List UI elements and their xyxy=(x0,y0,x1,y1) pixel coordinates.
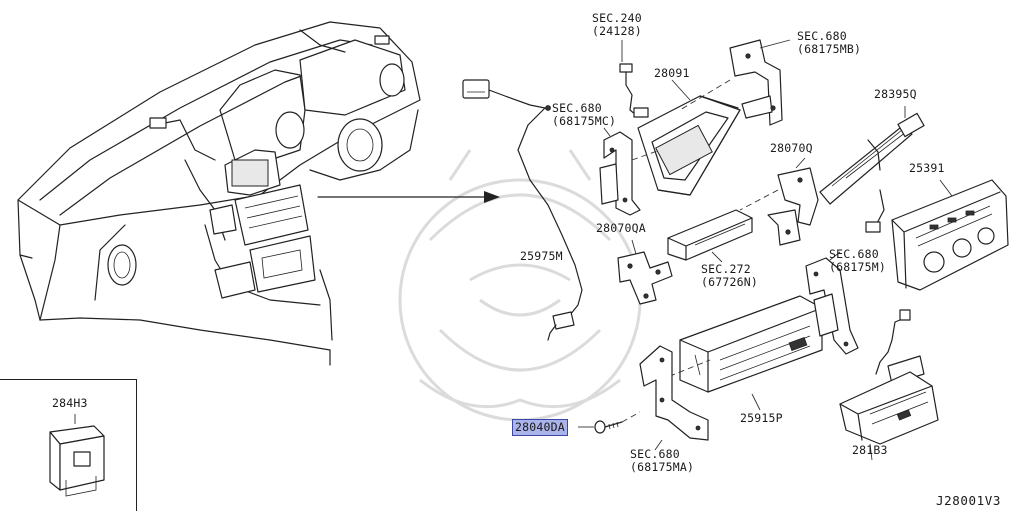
label-part-28040da-highlighted[interactable]: 28040DA xyxy=(512,419,568,436)
harness-28395q xyxy=(819,106,925,233)
screw-28040da xyxy=(578,411,641,434)
bracket-28070qa xyxy=(617,239,673,305)
antenna-cable-25975m xyxy=(462,79,583,341)
label-part-25975m: 25975M xyxy=(520,249,563,263)
bracket-68175m xyxy=(805,251,859,355)
climate-panel-25391 xyxy=(891,179,1009,291)
harness-connector-24128 xyxy=(619,40,649,118)
label-part-28070q: 28070Q xyxy=(770,141,813,155)
bracket-68175mc xyxy=(599,127,661,216)
label-part-25391: 25391 xyxy=(909,161,945,175)
label-part-281b3: 281B3 xyxy=(852,443,888,457)
label-part-284h3: 284H3 xyxy=(52,396,88,410)
head-unit-25915p xyxy=(659,295,823,411)
label-sec680-68175mb: SEC.680 (68175MB) xyxy=(797,29,862,56)
inset-box xyxy=(0,379,137,511)
bracket-68175mb xyxy=(679,39,791,126)
inset-part-284h3 xyxy=(49,414,105,497)
label-sec240: SEC.240 (24128) xyxy=(592,11,642,38)
label-sec680-68175ma: SEC.680 (68175MA) xyxy=(630,447,695,474)
bracket-28070q xyxy=(739,157,819,246)
bracket-68175ma xyxy=(639,345,709,451)
pointer-arrow xyxy=(317,191,500,203)
display-unit-28091 xyxy=(637,79,741,196)
dashboard-illustration xyxy=(17,21,421,366)
label-part-28091: 28091 xyxy=(654,66,690,80)
diagram-id: J28001V3 xyxy=(936,493,1002,508)
module-67726n xyxy=(667,209,753,263)
label-sec680-68175m: SEC.680 (68175M) xyxy=(829,247,886,274)
switch-panel-281b3 xyxy=(839,309,939,461)
label-sec680-68175mc: SEC.680 (68175MC) xyxy=(552,101,617,128)
label-part-25915p: 25915P xyxy=(740,411,783,425)
label-sec272-67726n: SEC.272 (67726N) xyxy=(701,262,758,289)
label-part-28395q: 28395Q xyxy=(874,87,917,101)
label-part-28070qa: 28070QA xyxy=(596,221,646,235)
